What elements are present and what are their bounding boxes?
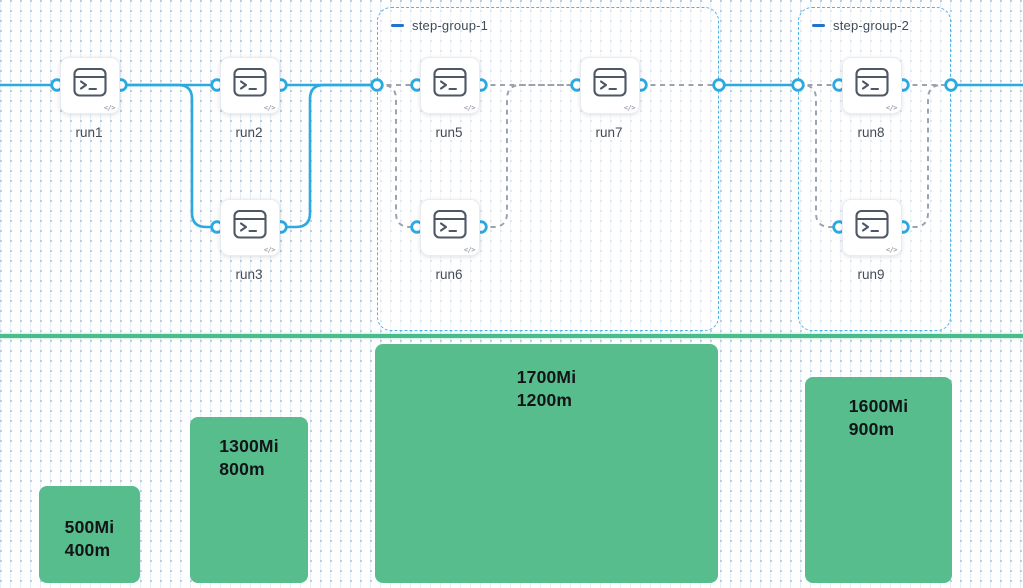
node-card-run2[interactable]: </> xyxy=(220,57,280,114)
group-label: step-group-1 xyxy=(412,18,489,33)
connection-port[interactable] xyxy=(712,78,726,92)
node-label: run5 xyxy=(435,125,463,140)
terminal-icon xyxy=(855,67,889,97)
cpu-value: 900m xyxy=(848,419,895,440)
resource-bar-label: 1600Mi 900m xyxy=(849,395,909,441)
section-divider xyxy=(0,334,1023,338)
connection-port[interactable] xyxy=(944,78,958,92)
edge-connection[interactable] xyxy=(281,83,377,229)
resource-bar-label: 500Mi 400m xyxy=(65,516,115,562)
edge-connection-dashed[interactable] xyxy=(798,84,839,228)
code-badge-icon: </> xyxy=(623,104,636,112)
edge-connection-dashed[interactable] xyxy=(481,84,577,228)
collapse-icon[interactable] xyxy=(391,24,404,27)
memory-value: 1300Mi xyxy=(219,436,279,456)
node-card-run8[interactable]: </> xyxy=(842,57,902,114)
node-card-run6[interactable]: </> xyxy=(420,199,480,256)
resource-bar: 500Mi 400m xyxy=(39,486,140,583)
node-card-run9[interactable]: </> xyxy=(842,199,902,256)
terminal-icon xyxy=(593,67,627,97)
code-badge-icon: </> xyxy=(463,104,476,112)
edge-connection-dashed[interactable] xyxy=(377,84,417,228)
resource-bar: 1700Mi 1200m xyxy=(375,344,718,583)
edge-connection-dashed[interactable] xyxy=(903,84,951,228)
node-label: run1 xyxy=(75,125,103,140)
node-label: run7 xyxy=(595,125,623,140)
node-label: run6 xyxy=(435,267,463,282)
code-badge-icon: </> xyxy=(885,246,898,254)
node-card-run7[interactable]: </> xyxy=(580,57,640,114)
terminal-icon xyxy=(433,209,467,239)
node-label: run9 xyxy=(857,267,885,282)
code-badge-icon: </> xyxy=(103,104,116,112)
memory-value: 1700Mi xyxy=(516,367,577,387)
terminal-icon xyxy=(233,67,267,97)
step-group-container[interactable]: step-group-2 xyxy=(798,7,951,331)
group-header: step-group-1 xyxy=(391,18,488,33)
connection-port[interactable] xyxy=(791,78,805,92)
node-card-run3[interactable]: </> xyxy=(220,199,280,256)
memory-value: 500Mi xyxy=(64,517,115,537)
cpu-value: 800m xyxy=(219,459,265,480)
node-label: run3 xyxy=(235,267,263,282)
cpu-value: 400m xyxy=(64,540,111,561)
connection-port[interactable] xyxy=(370,78,384,92)
resource-bar-label: 1700Mi 1200m xyxy=(517,366,577,412)
edge-connection[interactable] xyxy=(121,83,217,229)
code-badge-icon: </> xyxy=(263,246,276,254)
node-card-run1[interactable]: </> xyxy=(60,57,120,114)
code-badge-icon: </> xyxy=(463,246,476,254)
memory-value: 1600Mi xyxy=(848,396,909,416)
code-badge-icon: </> xyxy=(885,104,898,112)
terminal-icon xyxy=(433,67,467,97)
cpu-value: 1200m xyxy=(516,390,573,411)
terminal-icon xyxy=(855,209,889,239)
node-label: run8 xyxy=(857,125,885,140)
group-label: step-group-2 xyxy=(833,18,910,33)
code-badge-icon: </> xyxy=(263,104,276,112)
terminal-icon xyxy=(233,209,267,239)
resource-bar: 1300Mi 800m xyxy=(190,417,308,583)
node-label: run2 xyxy=(235,125,263,140)
terminal-icon xyxy=(73,67,107,97)
resource-bar-label: 1300Mi 800m xyxy=(219,435,279,481)
collapse-icon[interactable] xyxy=(812,24,825,27)
node-card-run5[interactable]: </> xyxy=(420,57,480,114)
resource-bar: 1600Mi 900m xyxy=(805,377,952,583)
group-header: step-group-2 xyxy=(812,18,909,33)
